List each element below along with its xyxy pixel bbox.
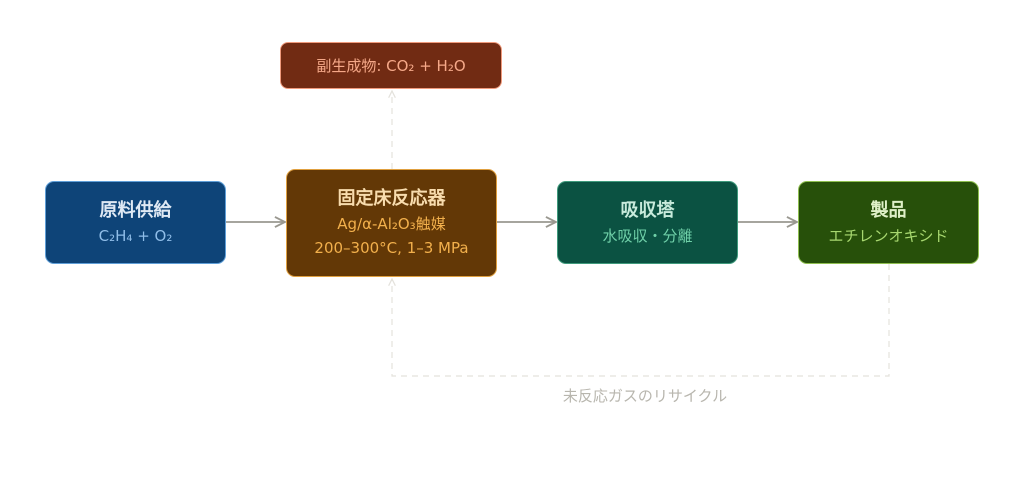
byproduct-label: 副生成物: CO₂ + H₂O (316, 56, 466, 75)
reactor-title: 固定床反応器 (337, 188, 446, 209)
arrow-recycle-loop (392, 264, 890, 377)
feed-subtitle: C₂H₄ + O₂ (98, 226, 173, 245)
reactor-catalyst: Ag/α-Al₂O₃触媒 (337, 215, 446, 233)
recycle-label: 未反応ガスのリサイクル (562, 387, 728, 405)
reactor-conditions: 200–300°C, 1–3 MPa (314, 239, 469, 257)
node-feed-supply: 原料供給 C₂H₄ + O₂ (45, 181, 226, 264)
absorber-title: 吸収塔 (620, 199, 675, 221)
node-fixed-bed-reactor: 固定床反応器 Ag/α-Al₂O₃触媒 200–300°C, 1–3 MPa (286, 169, 497, 277)
node-product: 製品 エチレンオキシド (798, 181, 979, 264)
node-byproduct: 副生成物: CO₂ + H₂O (280, 42, 502, 89)
product-subtitle: エチレンオキシド (828, 226, 949, 245)
product-title: 製品 (870, 199, 907, 221)
node-absorption-tower: 吸収塔 水吸収・分離 (557, 181, 738, 264)
absorber-subtitle: 水吸収・分離 (602, 226, 693, 245)
feed-title: 原料供給 (99, 199, 172, 221)
